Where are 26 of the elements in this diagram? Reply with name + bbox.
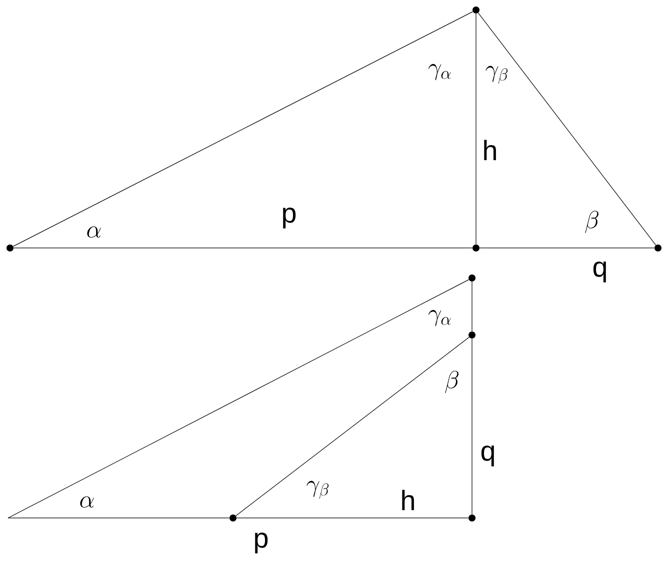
angle-label: $\beta$ (585, 210, 598, 233)
point-dot (468, 331, 476, 338)
line-segment (236, 336, 470, 516)
side-label: p (283, 208, 296, 228)
point-dot (468, 274, 476, 282)
point-dot (472, 6, 480, 14)
side-label: h (402, 490, 414, 510)
angle-label: $\gamma_\alpha$ (428, 310, 451, 326)
line-segment (478, 12, 656, 246)
side-label: q (481, 446, 494, 466)
point-dot (468, 514, 476, 522)
point-dot (472, 244, 480, 252)
side-label: p (255, 532, 268, 554)
line-segment (8, 279, 470, 518)
angle-label: $\alpha$ (80, 496, 94, 508)
point-dot (654, 244, 662, 252)
point-dot (230, 514, 236, 522)
angle-label: $\beta$ (445, 370, 458, 393)
angle-label: $\gamma_\alpha$ (428, 64, 451, 80)
side-label: q (593, 262, 606, 282)
angle-label: $\gamma_\beta$ (306, 480, 329, 499)
side-label: h (484, 140, 496, 160)
angle-label: $\gamma_\beta$ (486, 66, 508, 84)
angle-label: $\alpha$ (87, 226, 101, 238)
point-dot (6, 244, 14, 252)
line-segment (13, 11, 473, 247)
